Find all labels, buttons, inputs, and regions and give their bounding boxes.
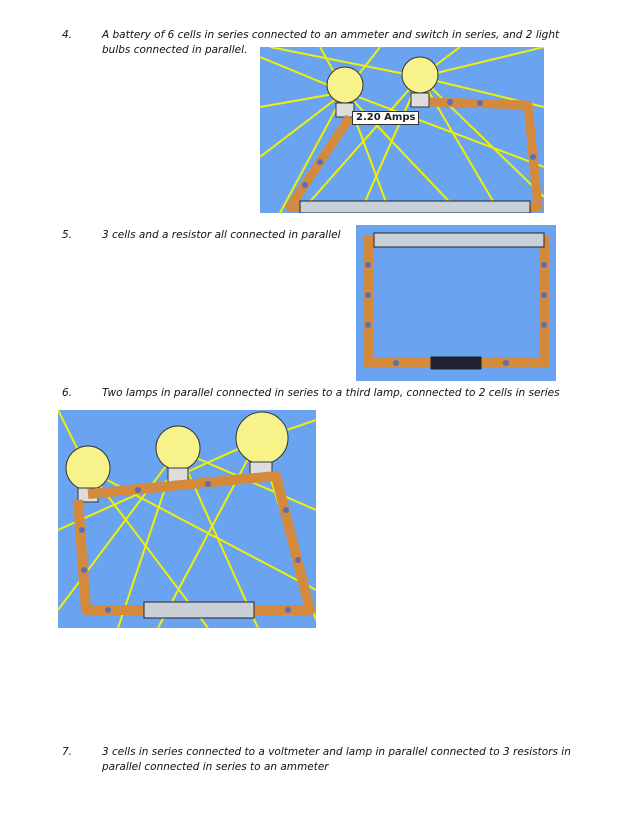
question-text: 3 cells and a resistor all connected in …	[102, 229, 341, 241]
question-5: 5. 3 cells and a resistor all connected …	[62, 228, 362, 244]
battery-cell-icon	[299, 200, 531, 213]
electrons	[365, 262, 547, 366]
question-number: 7.	[62, 746, 73, 758]
light-bulb-icon	[155, 425, 201, 483]
question-7: 7. 3 cells in series connected to a volt…	[62, 745, 582, 777]
light-rays	[260, 47, 544, 213]
wire	[285, 97, 543, 212]
ammeter-reading: 2.20 Amps	[352, 111, 420, 125]
question-text: 3 cells in series connected to a voltmet…	[102, 746, 571, 773]
question-text: Two lamps in parallel connected in serie…	[102, 387, 560, 399]
question-text: A battery of 6 cells in series connected…	[102, 29, 560, 56]
light-bulb-icon	[326, 66, 364, 118]
circuit-sim-4: 2.20 Amps	[260, 47, 544, 213]
circuit-4-drawing	[260, 47, 544, 213]
battery-cell-icon	[373, 232, 545, 248]
wire	[73, 471, 315, 615]
circuit-5-drawing	[363, 232, 549, 370]
question-number: 5.	[62, 229, 73, 241]
resistor-icon	[430, 356, 482, 370]
circuit-6-drawing	[58, 410, 316, 628]
battery-cell-icon	[143, 601, 255, 619]
circuit-sim-5	[356, 225, 556, 381]
light-bulb-icon	[401, 56, 439, 108]
question-4: 4. A battery of 6 cells in series connec…	[62, 28, 582, 60]
question-number: 4.	[62, 29, 73, 41]
question-6: 6. Two lamps in parallel connected in se…	[62, 386, 582, 402]
circuit-sim-6	[58, 410, 316, 628]
electrons	[79, 481, 301, 613]
question-number: 6.	[62, 387, 73, 399]
wire	[363, 236, 549, 368]
